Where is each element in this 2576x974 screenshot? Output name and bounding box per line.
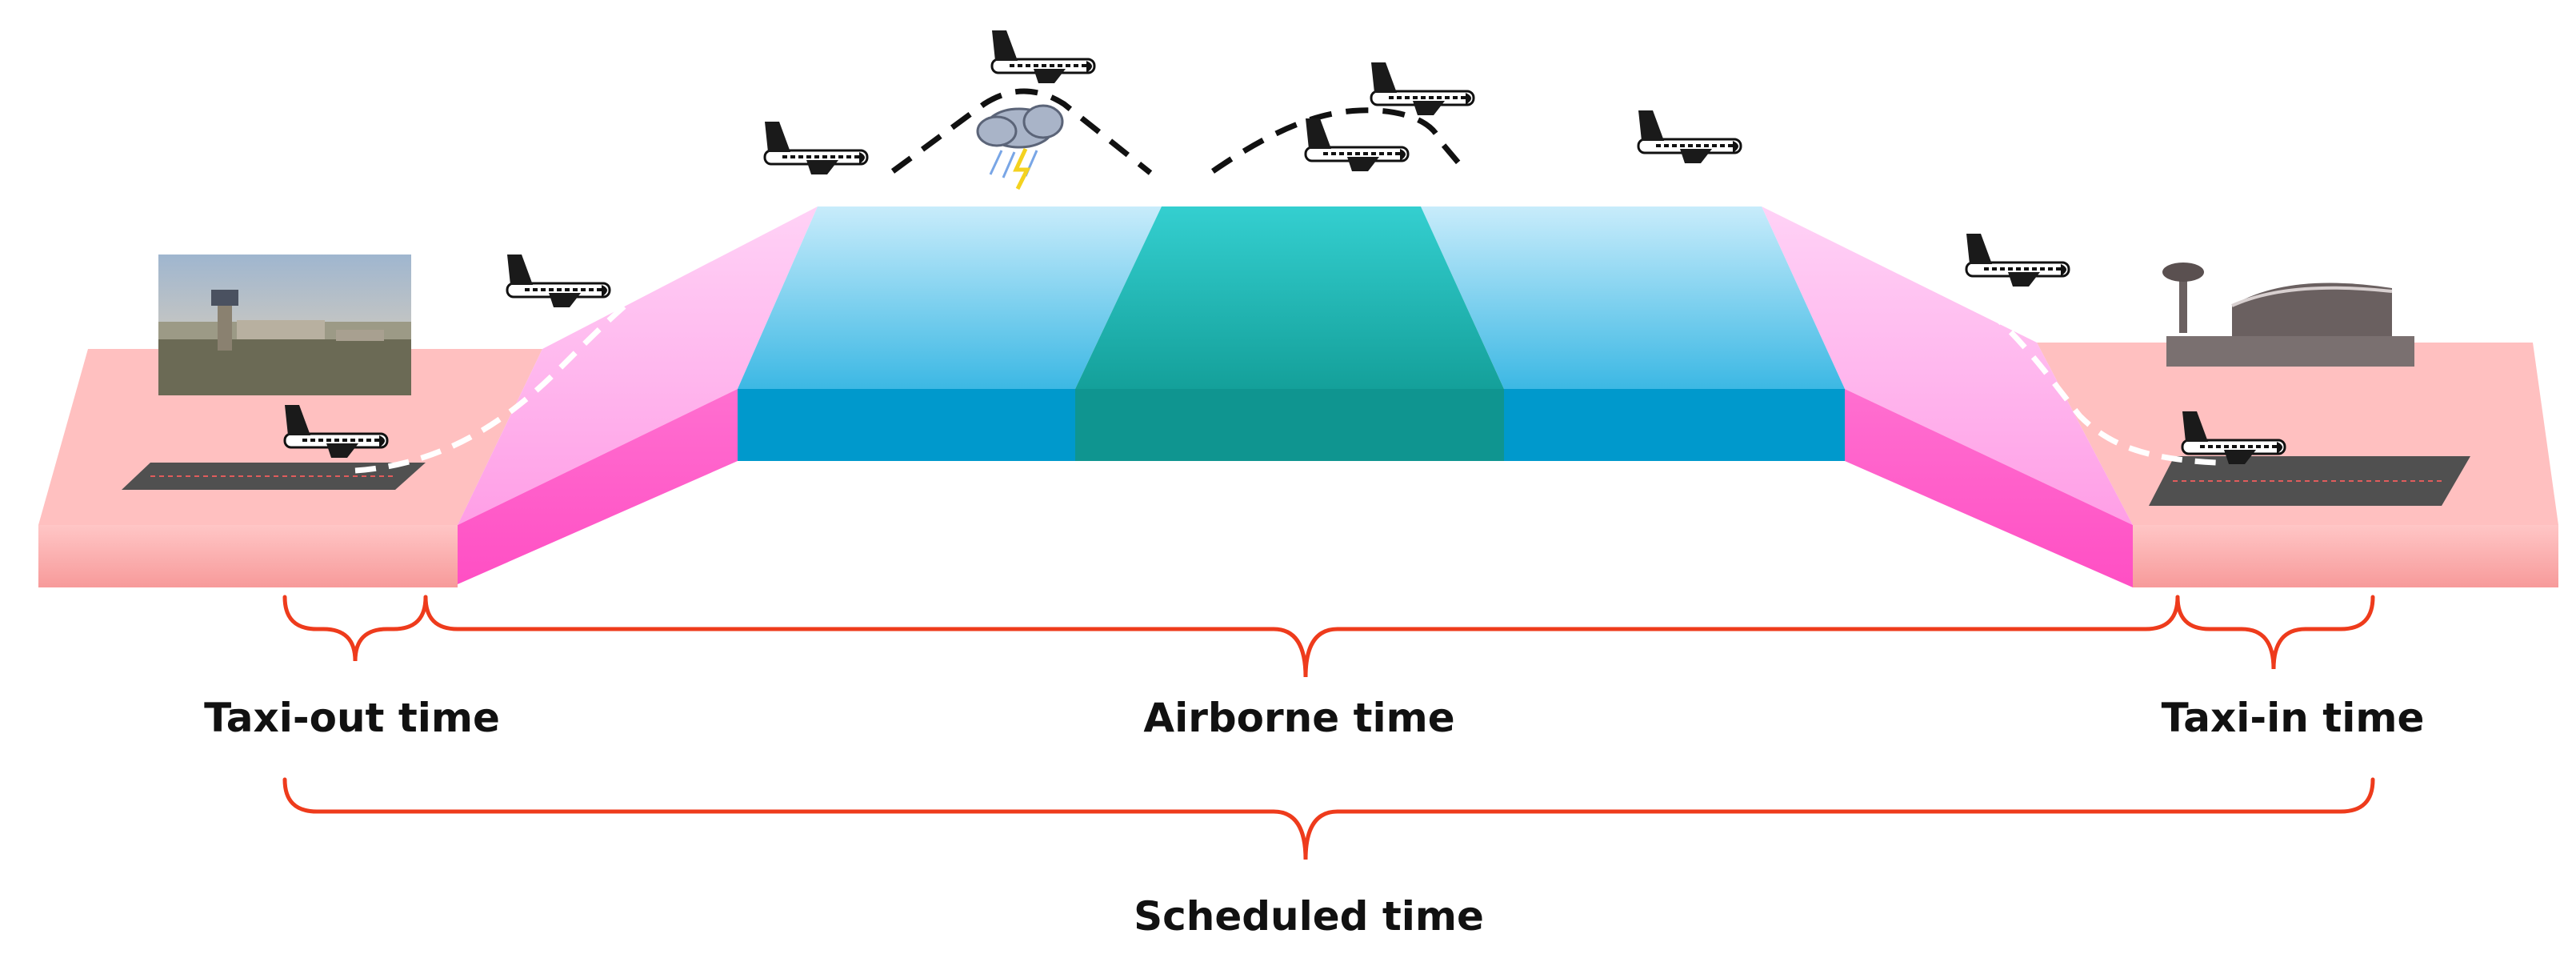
airplane-icon: [1965, 232, 2070, 288]
cruise-segment: [738, 206, 1845, 461]
taxi-in-brace: [2175, 595, 2375, 670]
airplane-icon: [506, 253, 611, 309]
taxi-out-brace: [282, 595, 428, 662]
airplane-icon: [763, 120, 869, 176]
airborne-brace: [423, 595, 2180, 678]
taxi-in-label: Taxi-in time: [2161, 695, 2425, 741]
control-tower-photo: [158, 255, 411, 395]
storm-avoidance-path: [890, 88, 1153, 175]
takeoff-path: [354, 300, 631, 474]
holding-pattern-path: [1211, 107, 1468, 174]
climb-segment: [458, 206, 818, 584]
scheduled-brace: [282, 777, 2375, 860]
taxi-out-label: Taxi-out time: [204, 695, 500, 741]
airborne-label: Airborne time: [1143, 695, 1455, 741]
descent-segment: [1762, 206, 2133, 587]
airplane-icon: [1637, 109, 1742, 165]
airplane-icon: [990, 29, 1096, 85]
airplane-icon: [1304, 117, 1410, 173]
landing-path: [1958, 286, 2217, 466]
scheduled-label: Scheduled time: [1134, 893, 1484, 940]
terminal-building-photo: [2162, 255, 2414, 367]
storm-cloud-icon: [976, 104, 1064, 190]
airplane-icon: [1370, 61, 1475, 117]
